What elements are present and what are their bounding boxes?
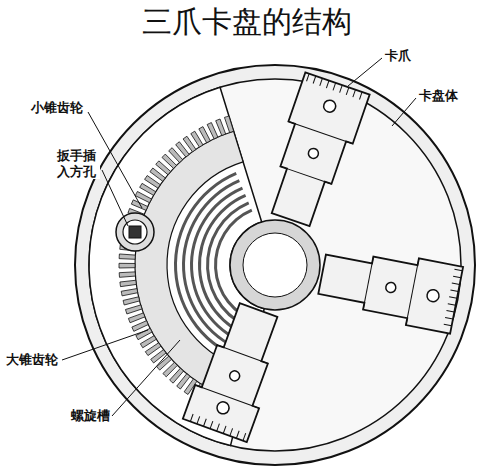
part-label: 小锥齿轮: [30, 100, 84, 116]
title: 三爪卡盘的结构: [0, 2, 493, 43]
jaw: [316, 241, 463, 334]
part-label: 扳手插入方孔: [56, 148, 100, 179]
chuck-body: [75, 65, 475, 465]
part-label: 卡盘体: [418, 88, 459, 104]
chuck-rim: [75, 65, 475, 465]
jaw: [183, 298, 291, 442]
leader-line: [62, 330, 148, 360]
part-label: 卡爪: [384, 48, 412, 64]
leader-line: [348, 58, 382, 86]
small-bevel-gear: [116, 213, 154, 251]
part-label: 大锥齿轮: [5, 352, 59, 368]
leader-line: [112, 340, 180, 416]
leader-line: [102, 170, 128, 226]
leader-lines: [62, 58, 416, 416]
part-label: 螺旋槽: [70, 408, 111, 424]
jaw: [258, 72, 369, 230]
leader-line: [392, 98, 416, 126]
center-bore: [230, 220, 320, 310]
